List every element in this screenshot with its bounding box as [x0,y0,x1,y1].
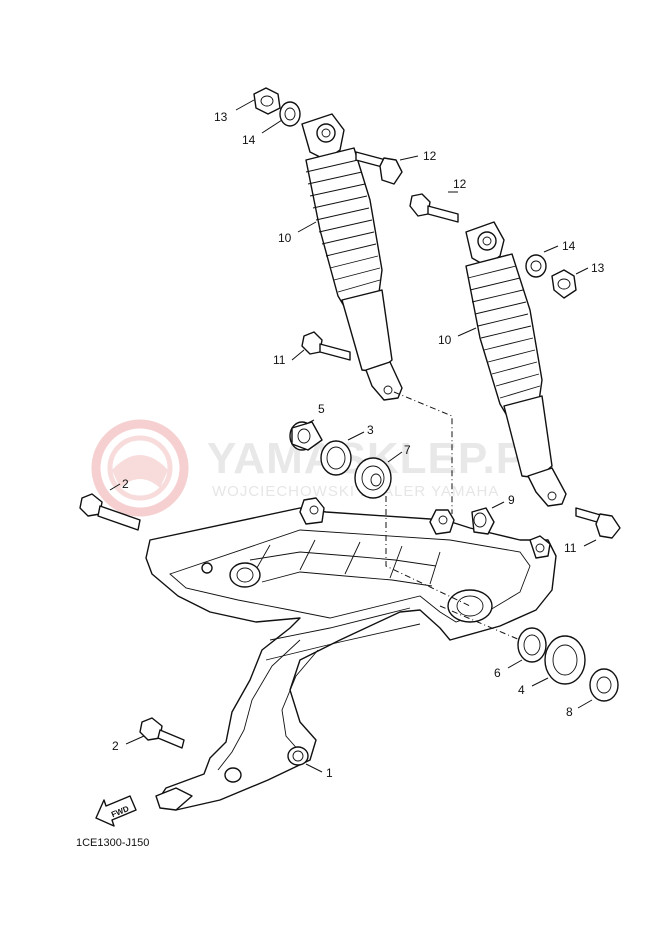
callout-2: 2 [112,739,119,753]
shock-absorber-right [465,221,567,507]
callout-11: 11 [273,353,286,367]
callout-10: 10 [438,333,452,347]
callout-12: 12 [453,177,467,191]
watermark-tagline: WOJCIECHOWSKI DEALER YAMAHA [212,483,499,500]
small-parts [253,87,619,702]
shock-absorber-left [301,113,403,401]
callouts: 13 14 12 12 10 14 13 10 11 5 3 7 2 9 11 … [112,110,605,780]
bolts [79,151,621,749]
callout-4: 4 [518,683,525,697]
callout-3: 3 [367,423,374,437]
callout-14: 14 [242,133,256,147]
swingarm [145,497,557,811]
callout-8: 8 [566,705,573,719]
callout-5: 5 [318,402,325,416]
watermark-logo-icon [91,419,189,517]
diagram-code: 1CE1300-J150 [76,837,149,849]
callout-6: 6 [494,666,501,680]
callout-13: 13 [591,261,605,275]
callout-1: 1 [326,766,333,780]
forward-direction-arrow: FWD [95,795,137,827]
callout-2: 2 [122,477,129,491]
leader-lines [109,99,597,773]
fwd-arrow-icon [95,795,137,827]
callout-12: 12 [423,149,437,163]
callout-10: 10 [278,231,292,245]
callout-14: 14 [562,239,576,253]
assembly-lines [385,391,521,641]
callout-11: 11 [564,541,577,555]
callout-7: 7 [404,443,411,457]
callout-13: 13 [214,110,228,124]
callout-9: 9 [508,493,515,507]
